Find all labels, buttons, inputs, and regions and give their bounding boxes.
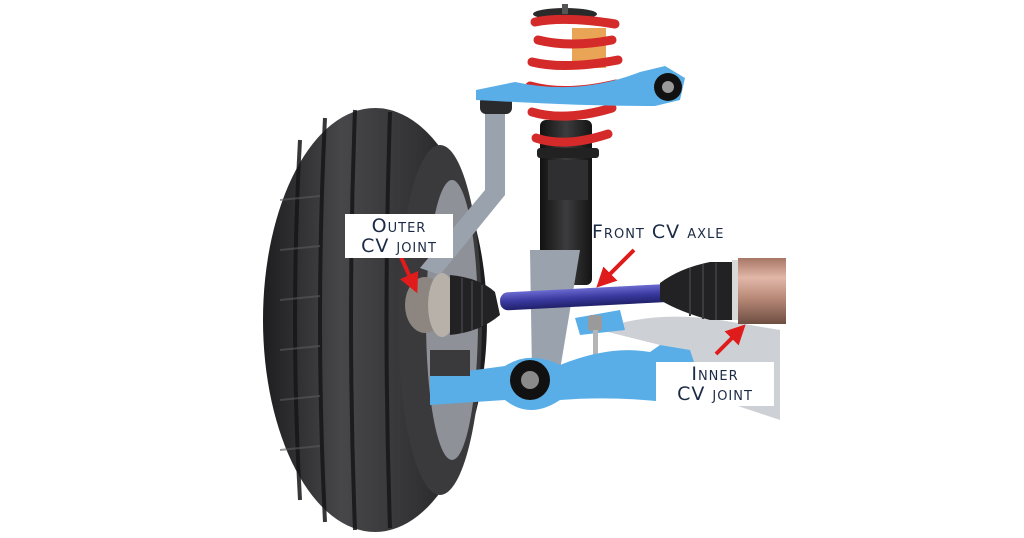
arrows [399, 248, 746, 356]
strut-bracket [530, 250, 580, 372]
arrow-inner-cv-joint [714, 324, 746, 356]
label-inner-line1: Inner [691, 363, 739, 385]
axle-shaft [500, 283, 675, 311]
label-front-text: Front CV axle [592, 221, 725, 243]
knuckle-upper-arm [420, 110, 505, 275]
arrow-outer-cv-joint [399, 256, 419, 294]
label-outer-line1: Outer [371, 215, 427, 237]
arrow-front-cv-axle [596, 248, 636, 288]
label-front-cv-axle: Front CV axle [588, 222, 728, 242]
stabilizer-link [575, 310, 625, 371]
inner-housing [738, 258, 786, 324]
lower-hub [430, 350, 470, 376]
coil-spring-shock [525, 4, 623, 285]
label-inner-cv-joint: Inner CV joint [656, 362, 774, 406]
inner-cv-joint [660, 258, 786, 324]
label-inner-line2: CV joint [677, 383, 753, 405]
outer-cv-joint [405, 273, 500, 337]
lower-control-arm [430, 345, 700, 410]
label-outer-cv-joint: Outer CV joint [345, 214, 453, 258]
label-outer-line2: CV joint [361, 235, 437, 257]
upper-control-arm [476, 66, 685, 106]
